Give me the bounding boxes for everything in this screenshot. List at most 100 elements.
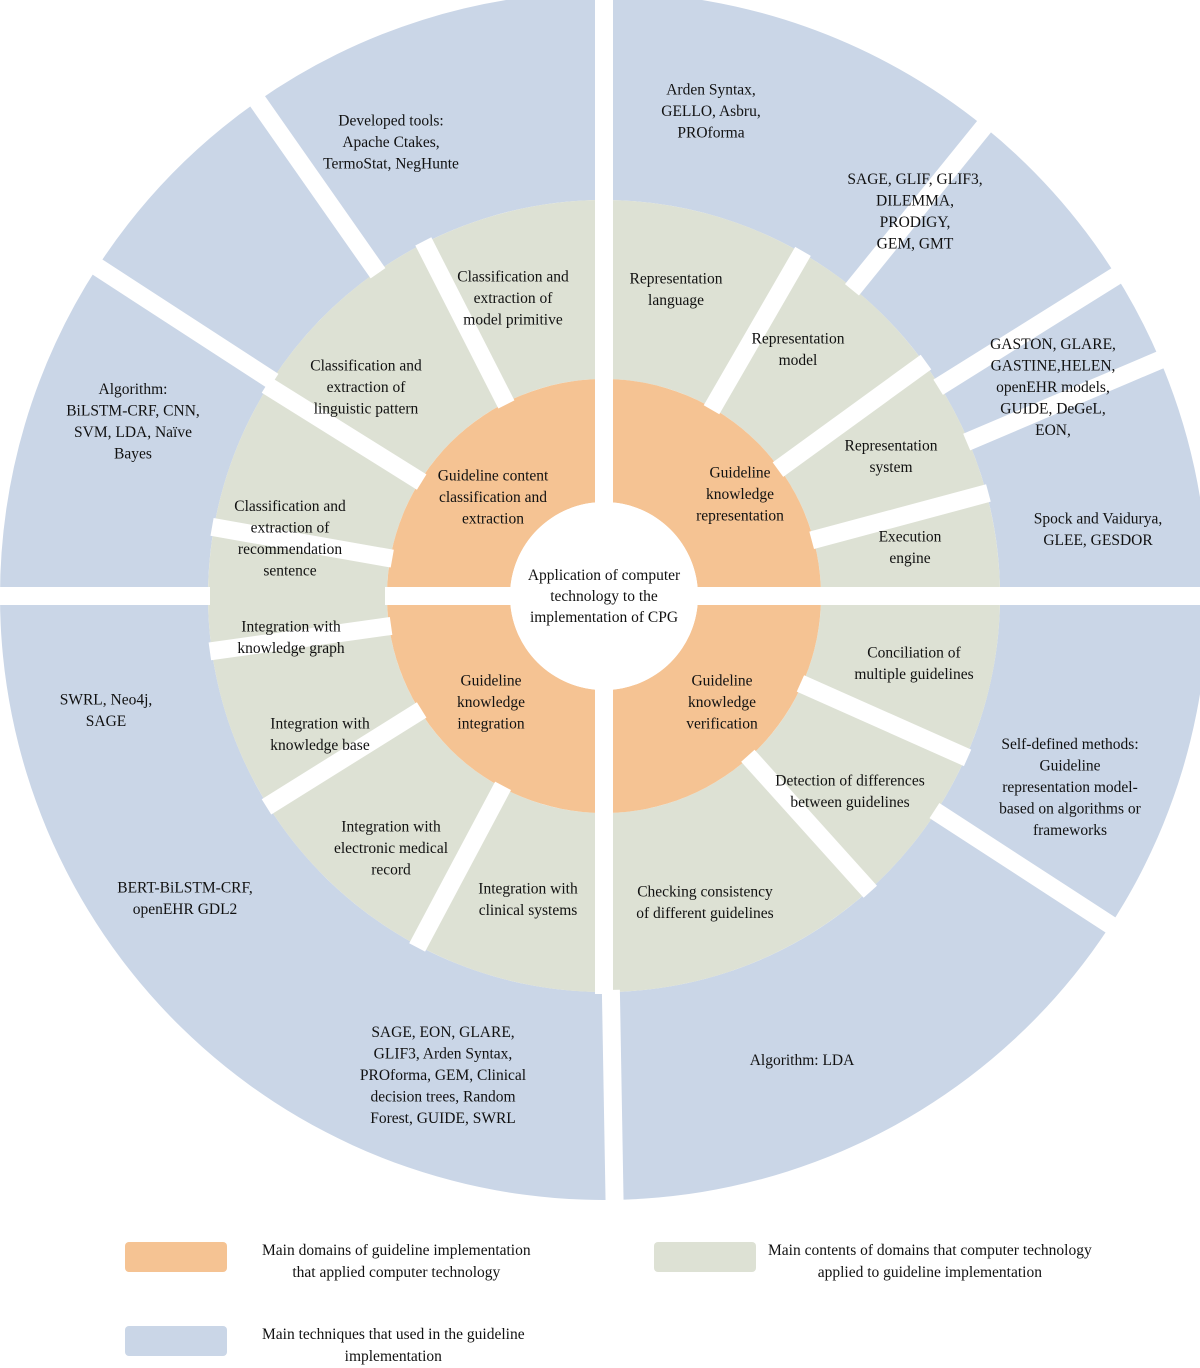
content-separator: [809, 484, 991, 550]
content-label-line: of different guidelines: [636, 905, 773, 922]
content-label-line: linguistic pattern: [314, 401, 419, 418]
content-separator: [261, 377, 427, 490]
content-segment: [712, 253, 925, 469]
technique-ring: [0, 0, 1200, 1200]
technique-label-line: Arden Syntax,: [666, 82, 756, 99]
content-label-line: electronic medical: [334, 840, 448, 857]
domain-label-line: knowledge: [688, 694, 756, 711]
content-separator: [772, 354, 932, 477]
domain-label-line: integration: [457, 716, 524, 733]
technique-label-line: Developed tools:: [338, 113, 443, 130]
technique-label-line: Forest, GUIDE, SWRL: [370, 1110, 516, 1127]
legend-content-label: Main contents of domains that computer t…: [768, 1242, 1092, 1281]
technique-separator: [929, 803, 1119, 935]
content-label-line: Classification and: [310, 358, 422, 375]
technique-label-line: openEHR models,: [996, 379, 1110, 396]
content-separator: [210, 518, 394, 568]
technique-label: Developed tools:Apache Ctakes,TermoStat,…: [323, 113, 459, 173]
technique-label-line: GEM, GMT: [877, 235, 954, 252]
technique-label-line: PROforma: [677, 125, 744, 142]
technique-label-line: GUIDE, DeGeL,: [1000, 401, 1105, 418]
technique-label: GASTON, GLARE,GASTINE,HELEN,openEHR mode…: [990, 336, 1116, 439]
technique-separator: [89, 257, 279, 389]
domain-label-line: knowledge: [457, 694, 525, 711]
technique-label-line: DILEMMA,: [876, 192, 954, 209]
technique-separator: [601, 989, 624, 1205]
technique-label-line: SAGE, EON, GLARE,: [371, 1024, 514, 1041]
content-label: Representation model: [752, 330, 845, 369]
content-label-line: recommendation: [238, 541, 342, 558]
technique-label-line: GELLO, Asbru,: [661, 103, 760, 120]
legend-domain: Main domains of guideline implementation…: [125, 1240, 531, 1284]
technique-label-line: Self-defined methods:: [1001, 736, 1138, 753]
technique-label-line: frameworks: [1033, 822, 1107, 839]
content-segment: [604, 757, 869, 992]
technique-label-line: Bayes: [114, 445, 152, 462]
technique-separator: [844, 117, 994, 296]
content-separator: [415, 237, 515, 409]
content-label-line: Conciliation of: [867, 644, 961, 661]
content-label-line: Execution: [879, 528, 942, 545]
domain-label-line: knowledge: [706, 486, 774, 503]
content-label-line: multiple guidelines: [854, 666, 973, 683]
technique-label-line: SWRL, Neo4j,: [60, 691, 153, 708]
center-hub: [510, 502, 698, 690]
domain-label-line: Guideline: [691, 673, 752, 690]
content-separator: [261, 702, 427, 815]
technique-label-line: BERT-BiLSTM-CRF,: [117, 879, 253, 896]
center-label-line: implementation of CPG: [530, 609, 678, 626]
content-segment: [418, 787, 604, 992]
content-segment: [604, 200, 802, 409]
technique-label-line: Algorithm: LDA: [750, 1052, 855, 1069]
domain-label: Guideline content classification and extra…: [438, 468, 549, 528]
technique-label-line: SVM, LDA, Naïve: [74, 424, 192, 441]
content-label-line: extraction of: [251, 519, 331, 536]
content-label-line: sentence: [263, 562, 316, 579]
technique-separator: [247, 92, 386, 279]
content-segment: [424, 200, 604, 403]
content-label: Classification and extraction of linguisti…: [310, 358, 422, 418]
domain-label-line: Guideline: [709, 465, 770, 482]
domain-label: Guideline knowledge representation: [696, 465, 784, 525]
content-label-line: extraction of: [327, 379, 407, 396]
technique-label-line: Algorithm:: [99, 381, 168, 398]
domain-label-line: classification and: [439, 489, 547, 506]
technique-label-line: SAGE: [86, 713, 126, 730]
domain-label-line: extraction: [462, 511, 524, 528]
technique-label-line: based on algorithms or: [999, 801, 1141, 818]
content-label-line: system: [869, 459, 912, 476]
technique-label-line: GASTON, GLARE,: [990, 336, 1116, 353]
content-segment: [779, 363, 987, 540]
technique-segment: [0, 596, 615, 1200]
content-label-line: Representation: [630, 270, 723, 287]
legend-technique: Main techniques that used in the guideli…: [125, 1324, 525, 1368]
content-label-line: Classification and: [234, 498, 346, 515]
domain-label-line: representation: [696, 508, 784, 525]
content-label-line: knowledge graph: [237, 640, 344, 657]
technique-label-line: EON,: [1035, 422, 1071, 439]
domain-label-line: Guideline content: [438, 468, 549, 485]
legend-technique-swatch: [125, 1326, 227, 1356]
content-label-line: Classification and: [457, 269, 569, 286]
technique-label-line: GLIF3, Arden Syntax,: [374, 1046, 513, 1063]
center-circle: [510, 502, 698, 690]
content-label-line: Representation: [752, 330, 845, 347]
content-separator: [796, 675, 972, 767]
content-label-line: model: [779, 352, 818, 369]
technique-label: SAGE, GLIF, GLIF3,DILEMMA,PRODIGY,GEM, G…: [847, 171, 982, 253]
center-label-line: Application of computer: [528, 567, 681, 584]
legend-content-swatch: [654, 1242, 756, 1272]
domain-segment: [604, 596, 821, 813]
technique-label: Algorithm:BiLSTM-CRF, CNN,SVM, LDA, Naïv…: [66, 381, 200, 463]
technique-label-line: PROforma, GEM, Clinical: [360, 1067, 526, 1084]
